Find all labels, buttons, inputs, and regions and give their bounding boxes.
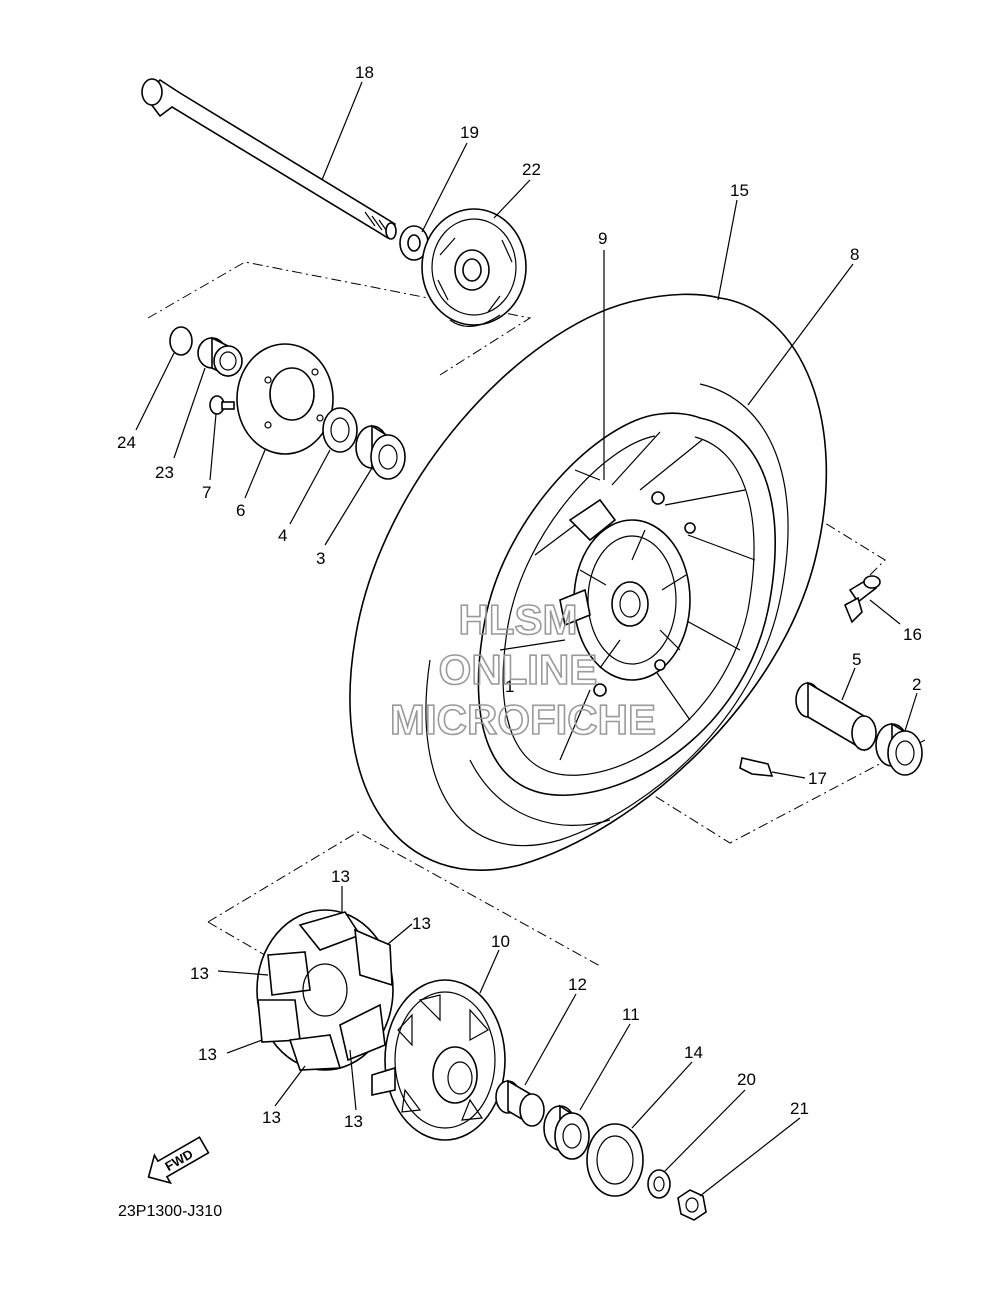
dampers[interactable] [256,909,394,1071]
label-4: 4 [278,526,287,545]
brake-shoe-plate[interactable] [421,208,527,327]
spokes[interactable] [499,431,756,761]
label-1: 1 [505,677,514,696]
label-14: 14 [684,1043,703,1062]
label-22: 22 [522,160,541,179]
o-ring[interactable] [169,326,193,356]
collar-5[interactable] [795,681,877,752]
label-6: 6 [236,501,245,520]
balance-weight[interactable] [739,757,774,777]
label-2: 2 [912,675,921,694]
watermark-line-3: MICROFICHE [390,696,656,743]
label-5: 5 [852,650,861,669]
label-11: 11 [622,1005,640,1024]
label-24: 24 [117,433,136,452]
label-7: 7 [202,483,211,502]
oil-seal-14[interactable] [586,1123,644,1197]
label-12: 12 [568,975,587,994]
label-9: 9 [598,229,607,248]
watermark-line-2: ONLINE [439,646,598,693]
oil-seal-4[interactable] [322,407,358,453]
fwd-arrow: FWD [147,1136,210,1185]
label-13-lower-left: 13 [198,1045,217,1064]
label-13-top: 13 [331,867,350,886]
label-10: 10 [491,932,510,951]
label-16: 16 [903,625,922,644]
bolt[interactable] [209,395,235,415]
label-3: 3 [316,549,325,568]
axle[interactable] [141,78,397,240]
label-13-upper-right: 13 [412,914,431,933]
clutch-hub[interactable] [371,979,506,1141]
watermark: HLSM ONLINE MICROFICHE [389,595,657,744]
bearing-3[interactable] [355,424,406,480]
label-18: 18 [355,63,374,82]
bearing-2[interactable] [875,722,923,776]
watermark-line-1: HLSM [459,596,578,643]
label-13-bottom-right: 13 [344,1112,363,1131]
label-13-left: 13 [190,964,209,983]
part-labels: 18 19 22 15 9 8 24 23 7 6 4 3 16 5 2 1 1… [117,63,922,1131]
plate-6[interactable] [236,343,334,455]
leader-lines [135,81,918,1197]
label-23: 23 [155,463,174,482]
label-17: 17 [808,769,827,788]
nut[interactable] [677,1189,707,1221]
collar-12[interactable] [495,1079,545,1127]
diagram-code: 23P1300-J310 [118,1203,222,1220]
assembly-outline-lower [207,831,601,967]
assembly-outline-lower-left [207,921,271,959]
label-19: 19 [460,123,479,142]
label-15: 15 [730,181,749,200]
label-13-bottom-left: 13 [262,1108,281,1127]
label-21: 21 [790,1099,809,1118]
bearing-11[interactable] [543,1104,590,1160]
washer[interactable] [647,1169,671,1199]
label-8: 8 [850,245,859,264]
collar-23[interactable] [197,336,243,378]
valve[interactable] [843,575,881,624]
assembly-outline-upper-right [689,439,886,576]
assembly-outline-upper-left [147,261,532,376]
hub[interactable] [559,491,696,697]
label-20: 20 [737,1070,756,1089]
